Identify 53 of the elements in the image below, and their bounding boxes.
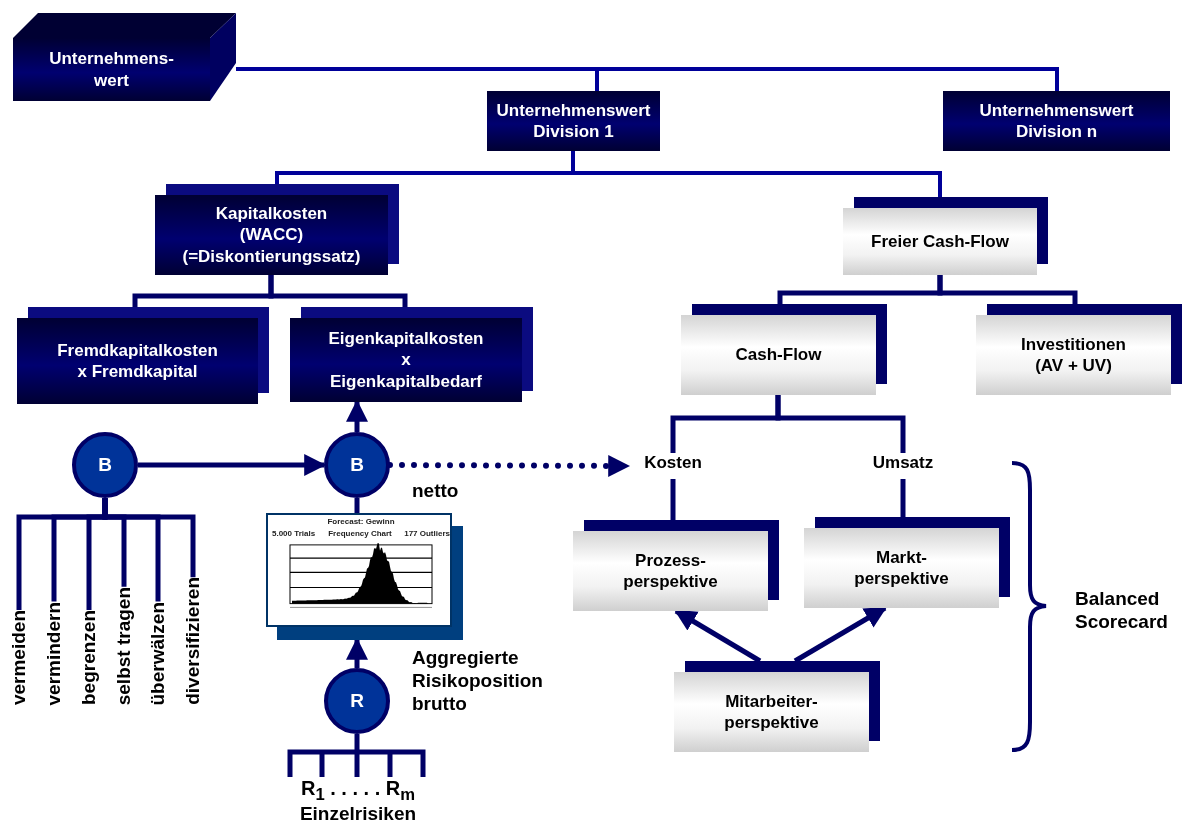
chart-text: 5.000 Trials	[272, 529, 317, 538]
side-note: Aggregierte Risikoposition brutto	[412, 647, 544, 716]
vertical-label: überwälzen	[146, 601, 170, 705]
connector-line	[268, 275, 408, 307]
box-label: Unternehmenswert Division n	[978, 99, 1135, 143]
process-box	[487, 91, 660, 151]
box-label: Unternehmenswert Division 1	[495, 99, 652, 143]
text-label: Umsatz	[858, 453, 948, 479]
connector-line	[937, 275, 1078, 304]
process-box	[681, 304, 887, 395]
side-note: Einzelrisiken	[298, 803, 418, 826]
connector-line	[571, 151, 942, 197]
circle-label: B	[98, 454, 112, 476]
process-box	[290, 307, 533, 402]
circle-label: B	[350, 454, 364, 476]
side-note: netto	[412, 480, 460, 503]
connector-line	[354, 498, 360, 513]
process-box	[155, 184, 399, 275]
box-label: Eigenkapitalkosten x Eigenkapitalbedarf	[328, 328, 484, 392]
box-label: Prozess- perspektive	[623, 549, 718, 593]
box-label: Kapitalkosten (WACC) (=Diskontierungssatz)	[182, 203, 361, 267]
connector-line	[102, 498, 196, 578]
vertical-label: vermindern	[42, 601, 66, 705]
box-label: Cash-Flow	[735, 344, 822, 366]
process-box	[573, 520, 779, 611]
chart-text: Frequency Chart	[327, 529, 393, 538]
box-label: Mitarbeiter- perspektive	[724, 690, 819, 734]
box-label: Unternehmens- wert	[49, 48, 174, 91]
chart-text: 177 Outliers	[403, 529, 450, 538]
text-label: R$_{1}$ . . . . . R$_{m}$	[282, 777, 434, 805]
connector-line	[354, 734, 360, 777]
process-box	[804, 517, 1010, 608]
connector-line	[900, 479, 906, 517]
process-box	[976, 304, 1182, 395]
circle-label: R	[350, 690, 364, 712]
process-box	[17, 307, 269, 404]
vertical-label: diversifizieren	[181, 577, 205, 705]
process-box	[674, 661, 880, 752]
process-box	[843, 197, 1048, 275]
connector-line	[670, 479, 676, 520]
chart-panel	[266, 513, 463, 640]
vertical-label: begrenzen	[77, 609, 101, 705]
vertical-label: selbst tragen	[112, 586, 136, 705]
text-label: Kosten	[628, 453, 718, 479]
box-label: Investitionen (AV + UV)	[1020, 333, 1127, 377]
box-label: Freier Cash-Flow	[871, 230, 1009, 253]
connector-line	[775, 395, 906, 453]
text-label: Balanced Scorecard	[1075, 588, 1169, 634]
box-label: Markt- perspektive	[854, 546, 949, 590]
process-box	[943, 91, 1170, 151]
vertical-label: vermeiden	[7, 609, 31, 705]
chart-text: Forecast: Gewinn	[326, 517, 396, 526]
box-label: Fremdkapitalkosten x Fremdkapital	[57, 339, 218, 383]
